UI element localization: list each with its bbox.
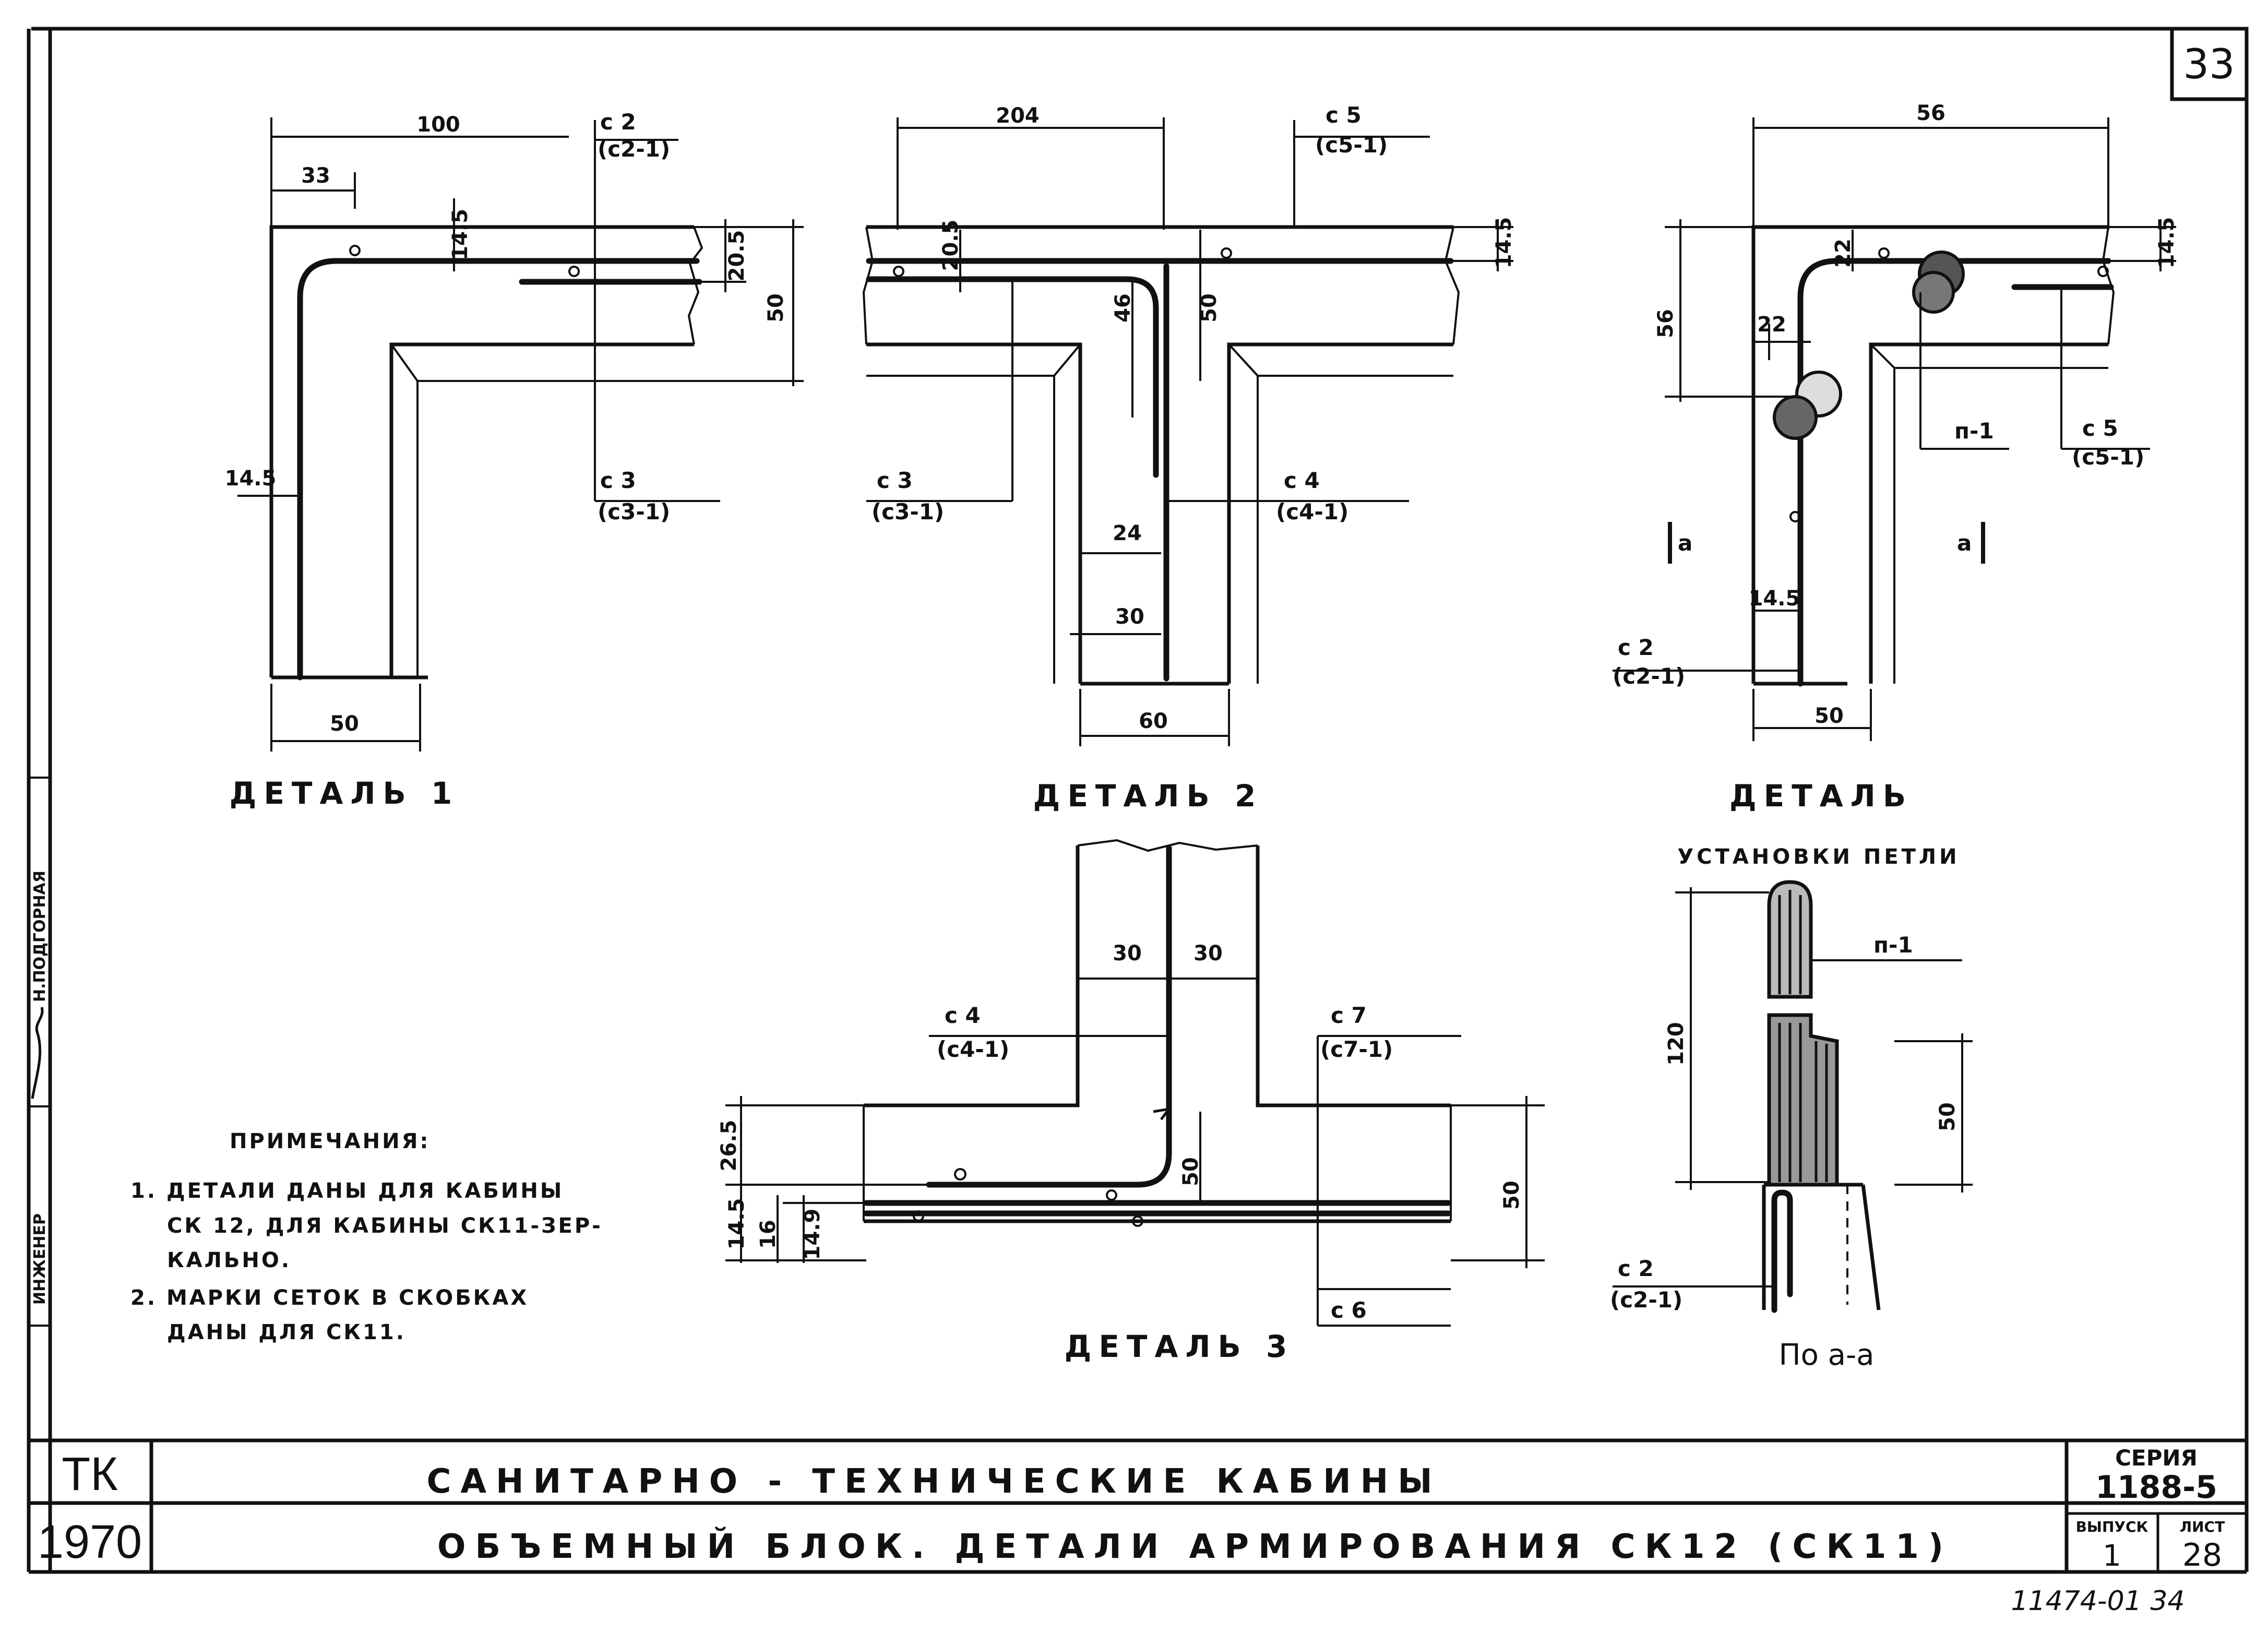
- series-label: СЕРИЯ: [2115, 1445, 2198, 1471]
- loop-mark-c2-1: (с2-1): [1610, 1287, 1682, 1313]
- d2-dim-50: 50: [1197, 293, 1221, 323]
- d2-dim-204: 204: [996, 104, 1040, 128]
- note-1-line-1: 1. ДЕТАЛИ ДАНЫ ДЛЯ КАБИНЫ: [130, 1179, 564, 1203]
- d3-dim-265: 26.5: [717, 1120, 741, 1172]
- d1-dim-100: 100: [416, 113, 460, 137]
- d1-dim-33: 33: [301, 164, 330, 188]
- d1-dim-50-bottom: 50: [330, 712, 359, 736]
- d2-mark-c3-1: (с3-1): [872, 499, 944, 525]
- d2-dim-46: 46: [1111, 293, 1135, 323]
- note-1-line-3: КАЛЬНО.: [167, 1248, 291, 1272]
- sheet-value: 28: [2182, 1537, 2222, 1574]
- dr-section-left: а: [1678, 530, 1692, 556]
- detail-2: [862, 117, 1513, 746]
- d3-dim-30-a: 30: [1113, 941, 1142, 966]
- dr-dim-56-left: 56: [1654, 309, 1678, 338]
- side-stamp-name: Н.ПОДГОРНАЯ: [31, 871, 49, 1002]
- d2-dim-205: 20.5: [939, 220, 963, 271]
- sheet-frame: [27, 27, 2249, 1574]
- detail-3: [725, 839, 1545, 1327]
- d2-caption: ДЕТАЛЬ 2: [1033, 778, 1263, 814]
- issue-value: 1: [2103, 1539, 2121, 1573]
- loop-section-label: По а-а: [1778, 1338, 1874, 1372]
- note-2-line-1: 2. МАРКИ СЕТОК В СКОБКАХ: [130, 1286, 529, 1310]
- side-stamp: Н.ПОДГОРНАЯ ИНЖЕНЕР: [29, 777, 50, 1327]
- d3-dim-50-c: 50: [1179, 1157, 1203, 1186]
- d3-mark-c4-1: (с4-1): [937, 1036, 1009, 1062]
- d2-dim-24: 24: [1113, 521, 1142, 545]
- d2-dim-145: 14.5: [1492, 217, 1516, 269]
- bottom-code: 11474-01 34: [2011, 1586, 2185, 1617]
- signature: [31, 1007, 44, 1099]
- title-line-1: САНИТАРНО - ТЕХНИЧЕСКИЕ КАБИНЫ: [427, 1462, 1442, 1501]
- d2-mark-c3: с 3: [877, 468, 913, 493]
- loop-dim-120: 120: [1664, 1022, 1688, 1066]
- dr-mark-c5-1: (с5-1): [2072, 444, 2144, 470]
- title-block: [29, 1438, 2247, 1572]
- d1-mark-c3-1: (с3-1): [598, 499, 670, 525]
- dr-mark-c2-1: (с2-1): [1613, 663, 1685, 689]
- d2-dim-30: 30: [1115, 605, 1144, 629]
- d2-mark-c5-1: (с5-1): [1315, 132, 1388, 158]
- d2-mark-c4-1: (с4-1): [1276, 499, 1348, 525]
- dr-dim-56-top: 56: [1916, 101, 1945, 125]
- loop-mark-c2: с 2: [1618, 1256, 1654, 1281]
- sheet-label: ЛИСТ: [2180, 1518, 2225, 1535]
- loop-mark-p1: п-1: [1873, 932, 1913, 958]
- dr-section-right: а: [1957, 530, 1972, 556]
- detail-1: [237, 117, 804, 752]
- dr-dim-50: 50: [1815, 704, 1844, 728]
- d3-caption: ДЕТАЛЬ 3: [1065, 1329, 1295, 1364]
- dr-mark-c2: с 2: [1618, 635, 1654, 660]
- dr-dim-22-a: 22: [1831, 239, 1855, 268]
- d2-dim-60: 60: [1139, 709, 1168, 733]
- dr-dim-145-bottom: 14.5: [1749, 587, 1800, 611]
- d3-dim-16: 16: [756, 1220, 780, 1249]
- dr-caption: ДЕТАЛЬ: [1729, 778, 1913, 814]
- d3-dim-145: 14.5: [725, 1198, 749, 1250]
- notes-heading: ПРИМЕЧАНИЯ:: [230, 1129, 430, 1153]
- issue-label: ВЫПУСК: [2076, 1518, 2148, 1535]
- d1-dim-205: 20.5: [725, 230, 749, 282]
- d3-dim-30-b: 30: [1193, 941, 1223, 966]
- dr-mark-c5: с 5: [2082, 415, 2118, 441]
- d3-dim-50-r: 50: [1500, 1181, 1524, 1210]
- d2-mark-c5: с 5: [1326, 102, 1362, 128]
- year-label: 1970: [38, 1516, 142, 1568]
- d3-dim-149: 14.9: [801, 1209, 825, 1260]
- d1-dim-145-left: 14.5: [225, 467, 277, 491]
- d2-mark-c4: с 4: [1284, 468, 1320, 493]
- d1-caption: ДЕТАЛЬ 1: [230, 776, 460, 811]
- d1-mark-c3: с 3: [600, 468, 636, 493]
- d3-mark-c6: с 6: [1331, 1297, 1367, 1323]
- d3-mark-c7: с 7: [1331, 1003, 1367, 1028]
- page-number: 33: [2183, 41, 2235, 88]
- dr-mark-p1: п-1: [1954, 418, 1994, 444]
- series-value: 1188-5: [2095, 1469, 2217, 1506]
- d1-dim-50-right: 50: [764, 293, 788, 323]
- tk-label: ТК: [62, 1448, 117, 1500]
- d3-mark-c4: с 4: [945, 1003, 981, 1028]
- d1-mark-c2-1: (с2-1): [598, 136, 670, 162]
- dr-dim-145-right: 14.5: [2155, 217, 2179, 269]
- side-stamp-role: ИНЖЕНЕР: [31, 1213, 49, 1305]
- title-line-2: ОБЪЕМНЫЙ БЛОК. ДЕТАЛИ АРМИРОВАНИЯ СК12 (…: [437, 1527, 1953, 1566]
- note-1-line-2: СК 12, ДЛЯ КАБИНЫ СК11-ЗЕР-: [167, 1214, 603, 1238]
- loop-section: [1613, 880, 1973, 1313]
- loop-caption: УСТАНОВКИ ПЕТЛИ: [1677, 845, 1960, 869]
- dr-dim-22-b: 22: [1757, 313, 1786, 337]
- d1-mark-c2: с 2: [600, 109, 636, 135]
- detail-loop: [1613, 117, 2176, 741]
- d1-dim-145-top: 14.5: [448, 209, 472, 260]
- loop-dim-50: 50: [1936, 1102, 1960, 1131]
- d3-mark-c7-1: (с7-1): [1320, 1036, 1393, 1062]
- note-2-line-2: ДАНЫ ДЛЯ СК11.: [167, 1320, 406, 1344]
